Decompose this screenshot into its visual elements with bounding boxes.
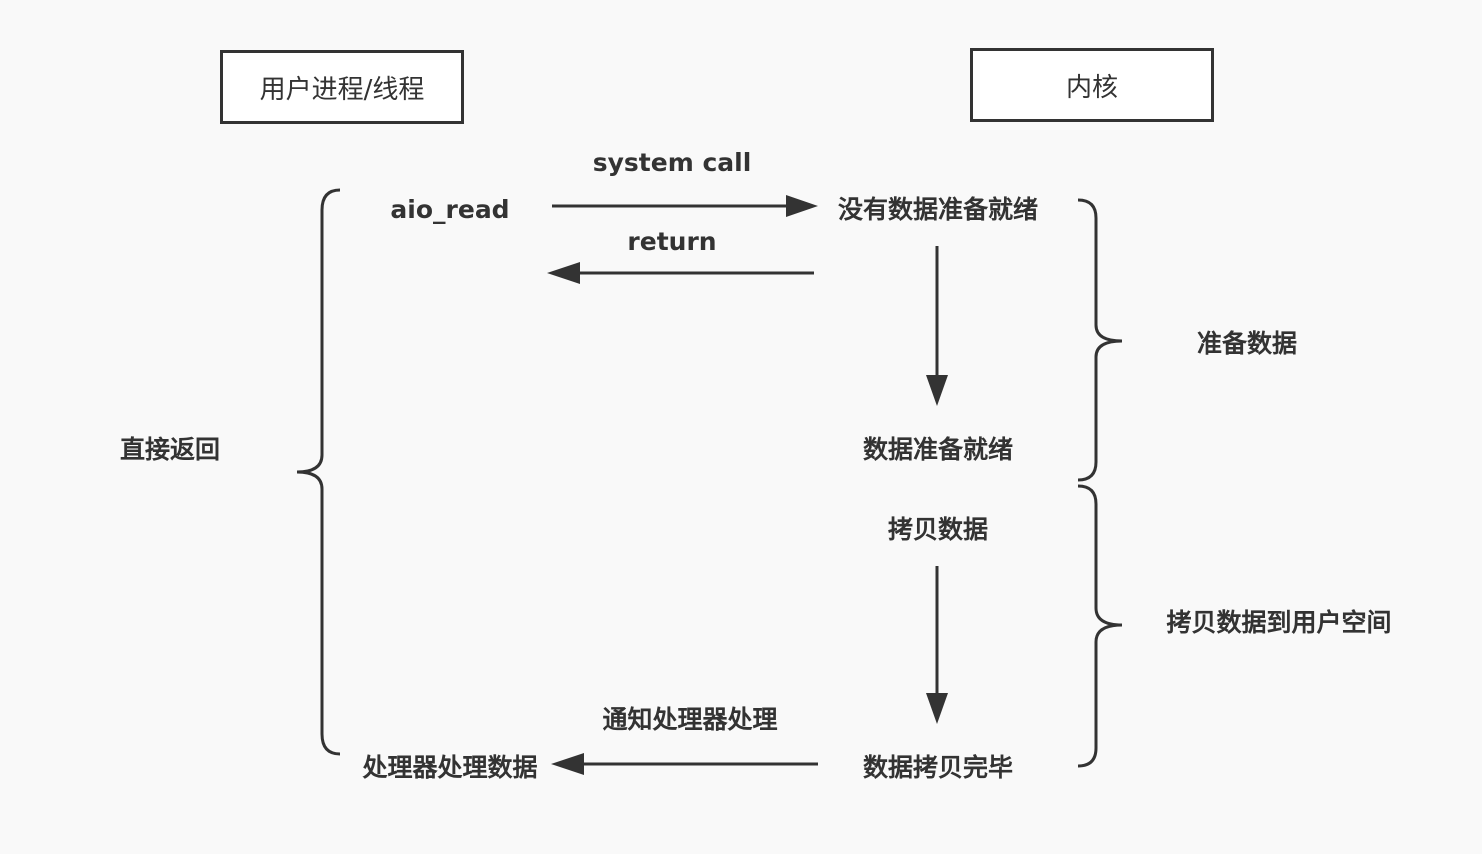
copy-to-user-phase-label: 拷贝数据到用户空间	[1166, 608, 1392, 637]
data-ready-label: 数据准备就绪	[862, 435, 1014, 464]
left-brace	[296, 188, 341, 756]
kernel-box: 内核	[970, 48, 1214, 122]
copy-data-label: 拷贝数据	[887, 515, 989, 544]
prepare-down-arrow	[926, 246, 948, 406]
data-not-ready-label: 没有数据准备就绪	[837, 195, 1039, 224]
user-process-label: 用户进程/线程	[259, 74, 425, 105]
notify-handler-label: 通知处理器处理	[602, 705, 778, 734]
direct-return-label: 直接返回	[119, 435, 221, 464]
copy-to-user-brace	[1077, 484, 1123, 768]
copy-complete-label: 数据拷贝完毕	[862, 753, 1014, 782]
handler-process-data-label: 处理器处理数据	[362, 753, 538, 782]
prepare-data-brace	[1077, 198, 1123, 482]
kernel-label: 内核	[1065, 72, 1118, 103]
system-call-label: system call	[592, 148, 752, 177]
user-process-box: 用户进程/线程	[220, 50, 464, 124]
return-arrow	[547, 262, 814, 284]
system-call-arrow	[552, 195, 818, 217]
prepare-data-phase-label: 准备数据	[1196, 329, 1298, 358]
copy-down-arrow	[926, 566, 948, 724]
notify-handler-arrow	[551, 753, 818, 775]
aio-read-label: aio_read	[390, 195, 510, 224]
return-label: return	[627, 227, 717, 256]
